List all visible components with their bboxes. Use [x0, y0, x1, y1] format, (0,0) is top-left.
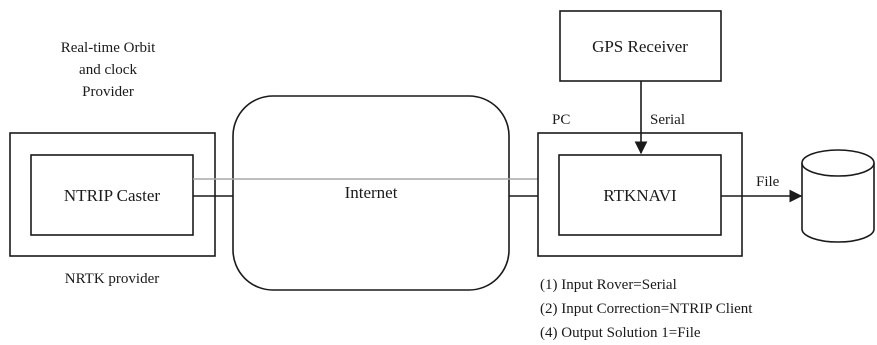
gps-receiver-box — [559, 10, 722, 82]
provider-title-line-1: Real-time Orbit — [61, 40, 156, 56]
ntrip-caster-label: NTRIP Caster — [64, 186, 161, 205]
setting-item-2: (2) Input Correction=NTRIP Client — [540, 301, 753, 317]
ntrip-caster-box — [30, 154, 194, 236]
provider-title-line-3: Provider — [82, 84, 134, 100]
nrtk-provider-label: NRTK provider — [65, 271, 160, 287]
file-link-label: File — [756, 174, 780, 190]
gps-receiver-label: GPS Receiver — [592, 37, 688, 56]
storage-cylinder-icon — [801, 149, 875, 243]
serial-label: Serial — [650, 112, 685, 128]
internet-box — [232, 95, 510, 291]
pc-label: PC — [552, 112, 570, 128]
setting-item-3: (4) Output Solution 1=File — [540, 325, 701, 341]
rtknavi-box — [558, 154, 722, 236]
provider-title-line-2: and clock — [79, 62, 137, 78]
setting-item-1: (1) Input Rover=Serial — [540, 277, 677, 293]
rtknavi-label: RTKNAVI — [603, 186, 677, 205]
internet-label: Internet — [345, 183, 398, 202]
